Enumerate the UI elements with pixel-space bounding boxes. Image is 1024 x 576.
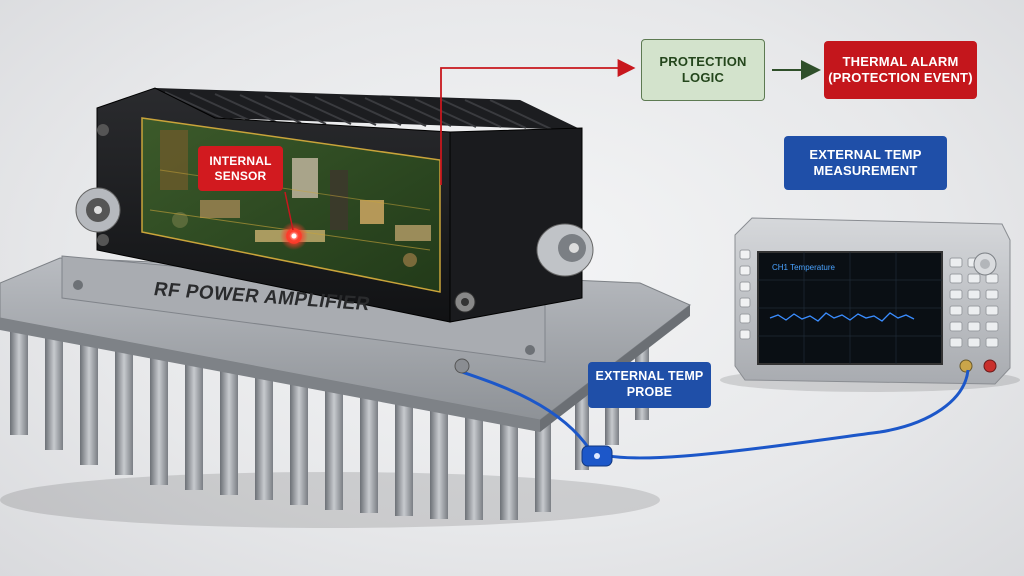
temperature-probe-icon xyxy=(454,358,613,467)
temperature-trace xyxy=(769,312,915,322)
internal-sensor-box: INTERNAL SENSOR xyxy=(198,146,283,191)
measurement-instrument-icon xyxy=(734,217,1011,385)
external-temp-measurement-label: EXTERNAL TEMP MEASUREMENT xyxy=(809,146,922,178)
thermal-alarm-label: THERMAL ALARM (PROTECTION EVENT) xyxy=(828,53,973,85)
external-temp-probe-label: EXTERNAL TEMP PROBE xyxy=(595,369,704,399)
probe-cable xyxy=(461,369,970,460)
protection-logic-box: PROTECTION LOGIC xyxy=(641,39,765,101)
heatsink-icon xyxy=(0,255,691,520)
external-temp-measurement-box: EXTERNAL TEMP MEASUREMENT xyxy=(784,136,947,190)
thermal-alarm-box: THERMAL ALARM (PROTECTION EVENT) xyxy=(824,41,977,99)
protection-logic-label: PROTECTION LOGIC xyxy=(659,53,747,85)
internal-sensor-label: INTERNAL SENSOR xyxy=(209,153,272,183)
instrument-screen-title: CH1 Temperature xyxy=(772,263,835,272)
sensor-hotspot-icon xyxy=(280,191,308,250)
sensor-signal-arrow xyxy=(440,59,636,185)
external-temp-probe-box: EXTERNAL TEMP PROBE xyxy=(588,362,711,408)
